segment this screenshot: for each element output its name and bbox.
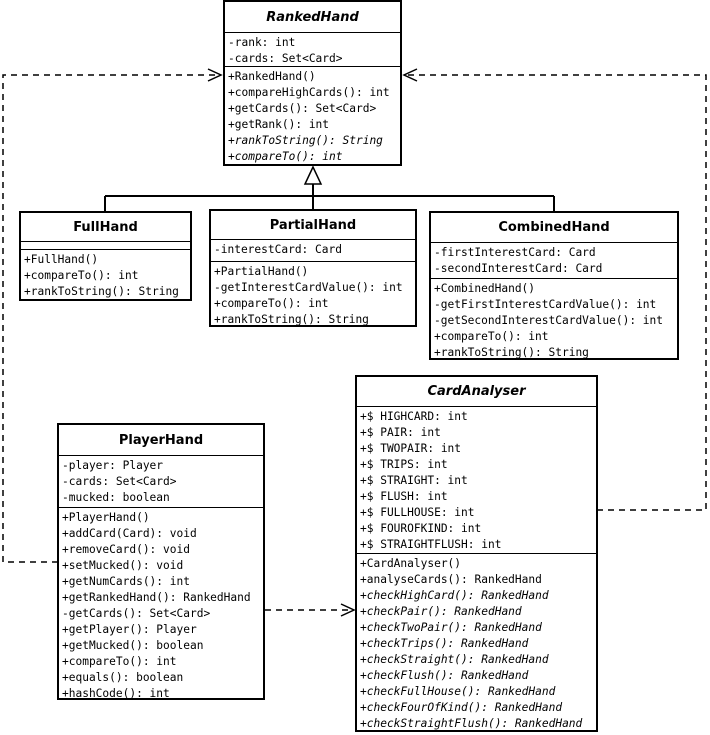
playerhand-to-rankedhand-dependency [2,74,218,563]
method: +FullHand() [24,253,99,266]
class-cardanalyser[interactable]: CardAnalyser +$ HIGHCARD: int +$ PAIR: i… [355,375,598,732]
attribute: +$ TRIPS: int [360,458,448,471]
method: -getFirstInterestCardValue(): int [434,298,657,311]
methods-section: +PlayerHand() +addCard(Card): void +remo… [59,507,263,702]
attribute: -secondInterestCard: Card [434,262,603,275]
method: +PlayerHand() [62,511,150,524]
attribute: -rank: int [228,36,296,49]
inheritance-connector [104,184,555,212]
methods-section: +FullHand() +compareTo(): int +rankToStr… [21,249,190,300]
attributes-section: -firstInterestCard: Card -secondInterest… [431,243,677,278]
abstract-method: +checkStraightFlush(): RankedHand [360,717,583,730]
method: -getInterestCardValue(): int [214,281,403,294]
class-name: FullHand [21,213,190,242]
method: +compareTo(): int [24,269,139,282]
method: +PartialHand() [214,265,309,278]
method: +getPlayer(): Player [62,623,197,636]
attribute: -cards: Set<Card> [228,52,343,65]
method: +getNumCards(): int [62,575,190,588]
abstract-method: +checkFullHouse(): RankedHand [360,685,556,698]
abstract-method: +checkFlush(): RankedHand [360,669,529,682]
generalization-arrowhead [303,165,323,185]
class-name: CardAnalyser [357,377,596,407]
class-combinedhand[interactable]: CombinedHand -firstInterestCard: Card -s… [429,211,679,360]
attributes-section: -interestCard: Card [211,240,415,261]
dependency-arrowhead-right [402,68,418,82]
method: +getRank(): int [228,118,330,131]
class-name: CombinedHand [431,213,677,243]
class-name: RankedHand [225,2,400,33]
method: +rankToString(): String [24,285,179,298]
method: +rankToString(): String [214,313,369,326]
method: +equals(): boolean [62,671,184,684]
method: +analyseCards(): RankedHand [360,573,542,586]
methods-section: +CombinedHand() -getFirstInterestCardVal… [431,278,677,361]
method: +hashCode(): int [62,687,170,700]
class-fullhand[interactable]: FullHand +FullHand() +compareTo(): int +… [19,211,192,301]
abstract-method: +checkPair(): RankedHand [360,605,522,618]
method: +getCards(): Set<Card> [228,102,377,115]
attribute: +$ FLUSH: int [360,490,448,503]
attribute: +$ PAIR: int [360,426,441,439]
methods-section: +CardAnalyser() +analyseCards(): RankedH… [357,553,596,732]
method: +addCard(Card): void [62,527,197,540]
method: +setMucked(): void [62,559,184,572]
attributes-section: -rank: int -cards: Set<Card> [225,33,400,66]
class-playerhand[interactable]: PlayerHand -player: Player -cards: Set<C… [57,423,265,700]
abstract-method: +compareTo(): int [228,150,343,163]
method: +compareTo(): int [434,330,549,343]
class-name: PartialHand [211,211,415,240]
method: -getSecondInterestCardValue(): int [434,314,664,327]
attributes-section [21,242,190,249]
abstract-method: +checkHighCard(): RankedHand [360,589,549,602]
class-partialhand[interactable]: PartialHand -interestCard: Card +Partial… [209,209,417,327]
method: +getRankedHand(): RankedHand [62,591,251,604]
attribute: +$ HIGHCARD: int [360,410,468,423]
methods-section: +PartialHand() -getInterestCardValue(): … [211,261,415,328]
method: +compareTo(): int [62,655,177,668]
method: +CardAnalyser() [360,557,462,570]
cardanalyser-to-rankedhand-dependency [406,74,707,511]
method: +CombinedHand() [434,282,536,295]
abstract-method: +checkStraight(): RankedHand [360,653,549,666]
method: +rankToString(): String [434,346,589,359]
attributes-section: -player: Player -cards: Set<Card> -mucke… [59,456,263,507]
abstract-method: +checkTrips(): RankedHand [360,637,529,650]
attribute: -cards: Set<Card> [62,475,177,488]
abstract-method: +checkTwoPair(): RankedHand [360,621,542,634]
method: -getCards(): Set<Card> [62,607,211,620]
method: +compareHighCards(): int [228,86,390,99]
attribute: +$ FOUROFKIND: int [360,522,482,535]
attribute: +$ STRAIGHTFLUSH: int [360,538,502,551]
class-name: PlayerHand [59,425,263,456]
attribute: -interestCard: Card [214,243,342,256]
abstract-method: +rankToString(): String [228,134,383,147]
dependency-arrowhead-middle [340,603,356,617]
attribute: +$ STRAIGHT: int [360,474,468,487]
attribute: -firstInterestCard: Card [434,246,596,259]
method: +getMucked(): boolean [62,639,204,652]
class-rankedhand[interactable]: RankedHand -rank: int -cards: Set<Card> … [223,0,402,166]
abstract-method: +checkFourOfKind(): RankedHand [360,701,563,714]
method: +compareTo(): int [214,297,329,310]
attribute: +$ FULLHOUSE: int [360,506,475,519]
attribute: +$ TWOPAIR: int [360,442,462,455]
attribute: -player: Player [62,459,164,472]
attributes-section: +$ HIGHCARD: int +$ PAIR: int +$ TWOPAIR… [357,407,596,553]
methods-section: +RankedHand() +compareHighCards(): int +… [225,66,400,165]
method: +RankedHand() [228,70,316,83]
attribute: -mucked: boolean [62,491,170,504]
method: +removeCard(): void [62,543,190,556]
dependency-arrowhead-left [207,68,223,82]
